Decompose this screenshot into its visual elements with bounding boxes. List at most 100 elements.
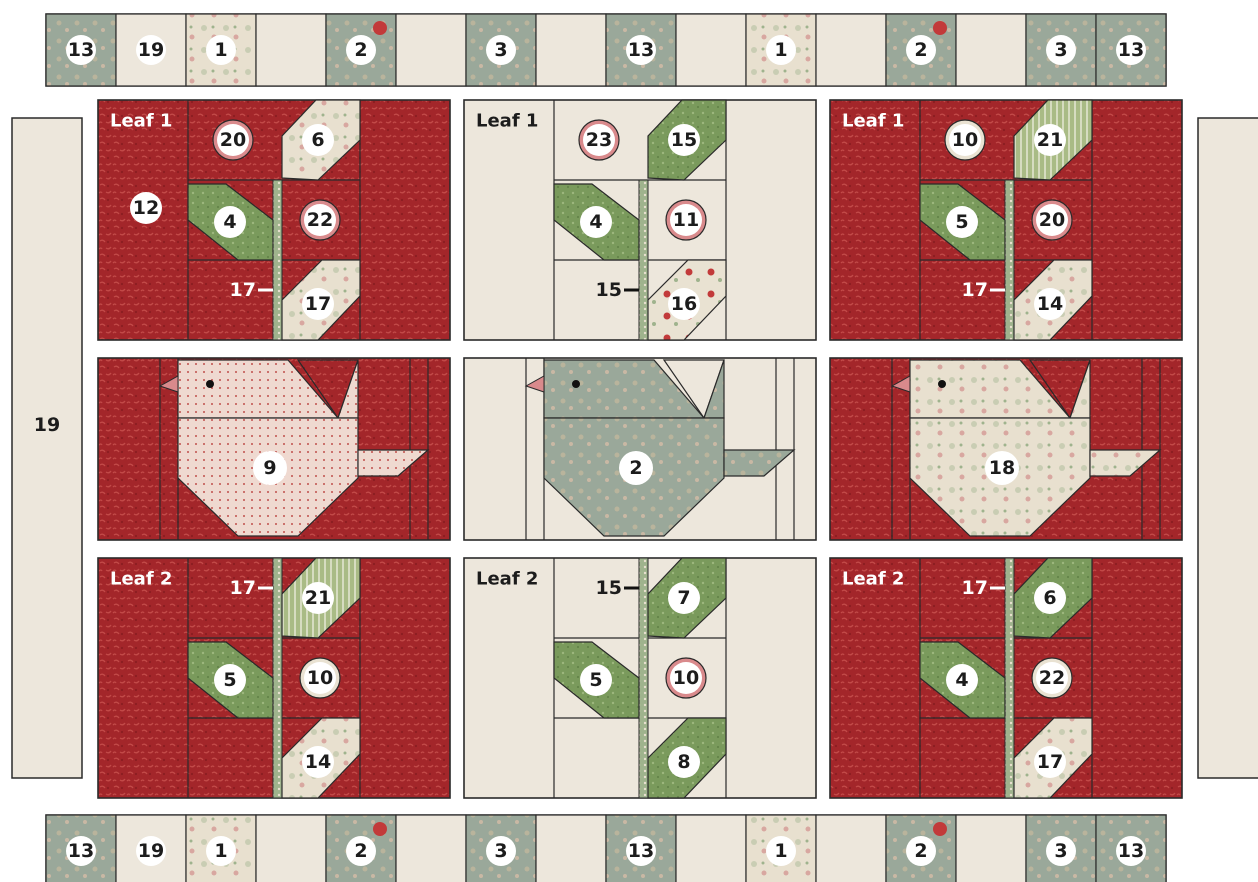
border-square: 19 (116, 14, 186, 86)
border-square: 13 (606, 815, 676, 882)
border-square-label: 2 (914, 39, 927, 61)
border-square (256, 815, 326, 882)
border-square-label: 2 (354, 840, 367, 862)
label-top-right: 21 (305, 587, 331, 609)
border-square-label: 13 (68, 39, 94, 61)
block-title: Leaf 2 (476, 569, 538, 590)
border-square: 1 (746, 815, 816, 882)
block-title: Leaf 1 (842, 111, 904, 132)
border-square: 1 (186, 815, 256, 882)
label-bird-body: 9 (263, 457, 276, 479)
border-square-label: 19 (138, 840, 164, 862)
block-title: Leaf 1 (476, 111, 538, 132)
label-stem: 17 (962, 279, 988, 301)
border-square: 13 (46, 815, 116, 882)
border-square-label: 2 (354, 39, 367, 61)
border-square-label: 13 (628, 39, 654, 61)
border-square: 13 (606, 14, 676, 86)
border-square: 2 (886, 14, 956, 86)
label-bottom-right: 14 (1037, 293, 1063, 315)
border-square-label: 19 (138, 39, 164, 61)
block-bm_leaf2: Leaf 2 7 5 10 8 15 (464, 558, 816, 798)
border-square-label: 13 (1118, 39, 1144, 61)
border-square: 19 (116, 815, 186, 882)
label-bottom-right: 17 (1037, 751, 1063, 773)
border-square-label: 1 (214, 39, 227, 61)
border-square: 1 (746, 14, 816, 86)
border-square (816, 14, 886, 86)
label-bottom-right: 8 (677, 751, 690, 773)
border-square-label: 3 (494, 840, 507, 862)
label-leaf: 5 (589, 669, 602, 691)
border-square-label: 13 (1118, 840, 1144, 862)
label-top-mid: 20 (220, 129, 246, 151)
border-square: 13 (46, 14, 116, 86)
border-square: 3 (1026, 815, 1096, 882)
label-leaf: 5 (223, 669, 236, 691)
border-square (536, 14, 606, 86)
border-square (816, 815, 886, 882)
bottom-border-row: 13 19 1 2 3 13 1 2 3 13 (46, 815, 1166, 882)
label-stem: 17 (230, 577, 256, 599)
label-top-right: 6 (311, 129, 324, 151)
border-square (396, 14, 466, 86)
label-leaf: 4 (955, 669, 968, 691)
label-main: 12 (133, 197, 159, 219)
block-tr_leaf1: Leaf 110215201417 (830, 100, 1182, 340)
border-square-label: 2 (914, 840, 927, 862)
label-bottom-right: 14 (305, 751, 331, 773)
label-top-mid: 23 (586, 129, 612, 151)
label-leaf: 4 (589, 211, 602, 233)
label-top-right: 15 (671, 129, 697, 151)
block-title: Leaf 2 (110, 569, 172, 590)
block-title: Leaf 2 (842, 569, 904, 590)
border-square: 1 (186, 14, 256, 86)
border-square-label: 1 (214, 840, 227, 862)
label-stem: 17 (230, 279, 256, 301)
block-ml_bird: 9 (98, 358, 450, 540)
border-square-label: 13 (68, 840, 94, 862)
left-side-strip: 19 (12, 118, 82, 778)
label-top-right: 7 (677, 587, 690, 609)
label-stem: 15 (596, 577, 622, 599)
label-top-right: 21 (1037, 129, 1063, 151)
border-square: 13 (1096, 14, 1166, 86)
border-square: 3 (1026, 14, 1096, 86)
border-square (956, 14, 1026, 86)
border-square (956, 815, 1026, 882)
top-border-row: 13 19 1 2 3 13 1 2 3 13 (46, 14, 1166, 86)
right-side-strip (1198, 118, 1258, 778)
border-square-label: 3 (1054, 39, 1067, 61)
label-circle: 11 (673, 209, 699, 231)
label-leaf: 5 (955, 211, 968, 233)
label-circle: 10 (307, 667, 333, 689)
block-title: Leaf 1 (110, 111, 172, 132)
border-square: 13 (1096, 815, 1166, 882)
border-square-label: 3 (494, 39, 507, 61)
label-bird-body: 2 (629, 457, 642, 479)
left-side-strip-label: 19 (34, 414, 60, 436)
border-square: 3 (466, 815, 536, 882)
border-square (536, 815, 606, 882)
block-mr_bird: 18 (830, 358, 1182, 540)
label-circle: 20 (1039, 209, 1065, 231)
border-square: 3 (466, 14, 536, 86)
border-square: 2 (326, 14, 396, 86)
label-circle: 22 (1039, 667, 1065, 689)
label-stem: 17 (962, 577, 988, 599)
border-square: 2 (886, 815, 956, 882)
block-bl_leaf2: Leaf 2 21 5 10 14 17 (98, 558, 450, 798)
label-circle: 10 (673, 667, 699, 689)
label-leaf: 4 (223, 211, 236, 233)
border-square-label: 3 (1054, 840, 1067, 862)
label-stem: 15 (596, 279, 622, 301)
label-bird-body: 18 (989, 457, 1015, 479)
border-square (396, 815, 466, 882)
label-bottom-right: 16 (671, 293, 697, 315)
border-square-label: 1 (774, 840, 787, 862)
block-tm_leaf1: Leaf 1 23 15 4 11 16 15 (464, 100, 816, 340)
label-circle: 22 (307, 209, 333, 231)
